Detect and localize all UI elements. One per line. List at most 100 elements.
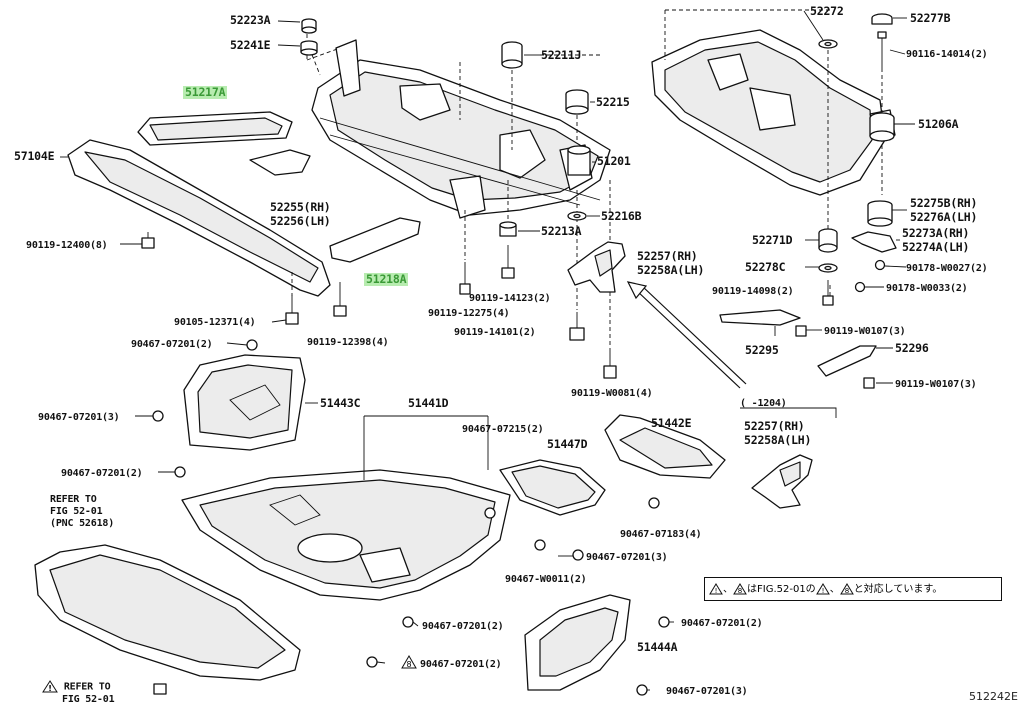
bolt-90119-w0107-b: [863, 377, 875, 389]
cover-51443c: [183, 354, 306, 451]
label-57104e: 57104E: [14, 149, 55, 163]
brace-52296: [817, 345, 877, 377]
label-90119-14123: 90119-14123(2): [469, 293, 551, 304]
label-51443c: 51443C: [320, 396, 361, 410]
refer-line: ! REFER TO: [42, 680, 114, 694]
label-52275b: 52275B(RH): [910, 196, 978, 210]
label-51201: 51201: [597, 154, 631, 168]
label-52257-rh: 52257(RH): [637, 249, 698, 263]
clip-90467-07201-g: [402, 616, 414, 628]
nut-90178-w0033: [854, 281, 866, 293]
label-52295: 52295: [745, 343, 779, 357]
period-label: ( -1204): [740, 398, 787, 409]
label-52273a: 52273A(RH): [902, 226, 970, 240]
label-90467-07201-3a: 90467-07201(3): [38, 412, 120, 423]
label-90119-w0081: 90119-W0081(4): [571, 388, 653, 399]
label-90119-12398: 90119-12398(4): [307, 337, 389, 348]
bushing-52211j: [501, 41, 523, 69]
front-dash-lines: [306, 20, 611, 345]
bolt-refer-fig: [153, 683, 167, 695]
bushing-52277b: [871, 13, 893, 25]
clip-90467-w0011: [534, 539, 546, 551]
note-text-2: と対応しています。: [853, 584, 943, 595]
bolt-90119-12400: [141, 232, 155, 249]
note-sep: 、: [829, 584, 840, 595]
label-52277b: 52277B: [910, 11, 951, 25]
brace-52295: [719, 309, 801, 326]
label-90467-07201-3b: 90467-07201(3): [586, 552, 668, 563]
label-52271d: 52271D: [752, 233, 793, 247]
bolt-90119-12275: [459, 262, 471, 295]
label-90467-07201-2c: 90467-07201(2): [422, 621, 504, 632]
bushing-52271d: [818, 228, 838, 253]
clip-90467-07215: [484, 507, 496, 519]
bracket-52255: [249, 149, 311, 176]
label-90467-07215: 90467-07215(2): [462, 424, 544, 435]
clip-90467-07201-a: [246, 339, 258, 351]
note-text-1: はFIG.52-01の: [747, 584, 816, 595]
bolt-90119-14123: [501, 245, 515, 279]
clip-90467-07201-c: [174, 466, 186, 478]
undercover-refer-52618: [34, 544, 301, 681]
rear-crossmember: [651, 29, 896, 196]
bracket-52273a: [851, 231, 897, 253]
marker-8-icon: 8: [839, 583, 854, 595]
refer-text-2: ! REFER TO FIG 52-01: [42, 680, 115, 706]
label-52258a-lh-b: 52258A(LH): [744, 433, 812, 447]
label-52257-rh-b: 52257(RH): [744, 419, 805, 433]
label-51206a: 51206A: [918, 117, 959, 131]
label-52274a: 52274A(LH): [902, 240, 970, 254]
label-51442e: 51442E: [651, 416, 692, 430]
svg-text:!: !: [48, 684, 51, 693]
label-90178-w0033: 90178-W0033(2): [886, 283, 968, 294]
clip-90467-07201-d: [572, 549, 584, 561]
warning-triangle-icon: !: [42, 680, 58, 693]
label-52276a: 52276A(LH): [910, 210, 978, 224]
svg-text:!: !: [821, 587, 824, 595]
label-90119-14098: 90119-14098(2): [712, 286, 794, 297]
label-90119-w0107-b: 90119-W0107(3): [895, 379, 977, 390]
mount-52257-period: [751, 454, 813, 509]
label-90119-12400: 90119-12400(8): [26, 240, 108, 251]
bushing-52272: [818, 39, 838, 49]
label-52211j: 52211J: [541, 48, 582, 62]
label-90467-07201-2d: 90467-07201(2): [420, 659, 502, 670]
label-52255: 52255(RH): [270, 200, 331, 214]
undercover-51441d: [181, 469, 511, 601]
nut-52213a: [499, 221, 517, 237]
bolt-90119-14098: [822, 280, 834, 306]
label-51444a: 51444A: [637, 640, 678, 654]
cover-51447d: [499, 459, 606, 516]
clip-90467-07183: [648, 497, 660, 509]
refer-line-text: REFER TO: [63, 681, 111, 693]
bolt-90119-14101: [569, 312, 585, 341]
clip-90467-07201-f: [636, 684, 648, 696]
label-90467-07183: 90467-07183(4): [620, 529, 702, 540]
bolt-90105-12371: [285, 272, 299, 325]
label-52272: 52272: [810, 4, 844, 18]
refer-line: REFER TO: [50, 494, 97, 505]
label-90467-07201-2a: 90467-07201(2): [131, 339, 213, 350]
warning-triangle-icon: !: [709, 583, 723, 595]
label-51447d: 51447D: [547, 437, 588, 451]
marker-8-icon: 8: [733, 583, 747, 595]
nut-90178-w0027: [874, 259, 886, 271]
bolt-90119-w0107-a: [795, 325, 807, 337]
marker-8-text: 8: [844, 587, 848, 595]
washer-52216b: [567, 211, 587, 221]
refer-line: FIG 52-01: [62, 693, 115, 705]
member-57104e: [67, 139, 331, 297]
note-sep: 、: [723, 584, 733, 595]
label-90467-07201-2e: 90467-07201(2): [681, 618, 763, 629]
label-52258a-lh: 52258A(LH): [637, 263, 705, 277]
mount-52257-front: [567, 241, 626, 293]
bushing-51206a: [869, 112, 895, 142]
cover-51444a: [524, 594, 631, 691]
clip-90467-07201-b: [152, 410, 164, 422]
label-51441d: 51441D: [408, 396, 449, 410]
bolt-90119-12398: [333, 282, 347, 317]
label-90119-14101: 90119-14101(2): [454, 327, 536, 338]
label-90467-w0011: 90467-W0011(2): [505, 574, 587, 585]
